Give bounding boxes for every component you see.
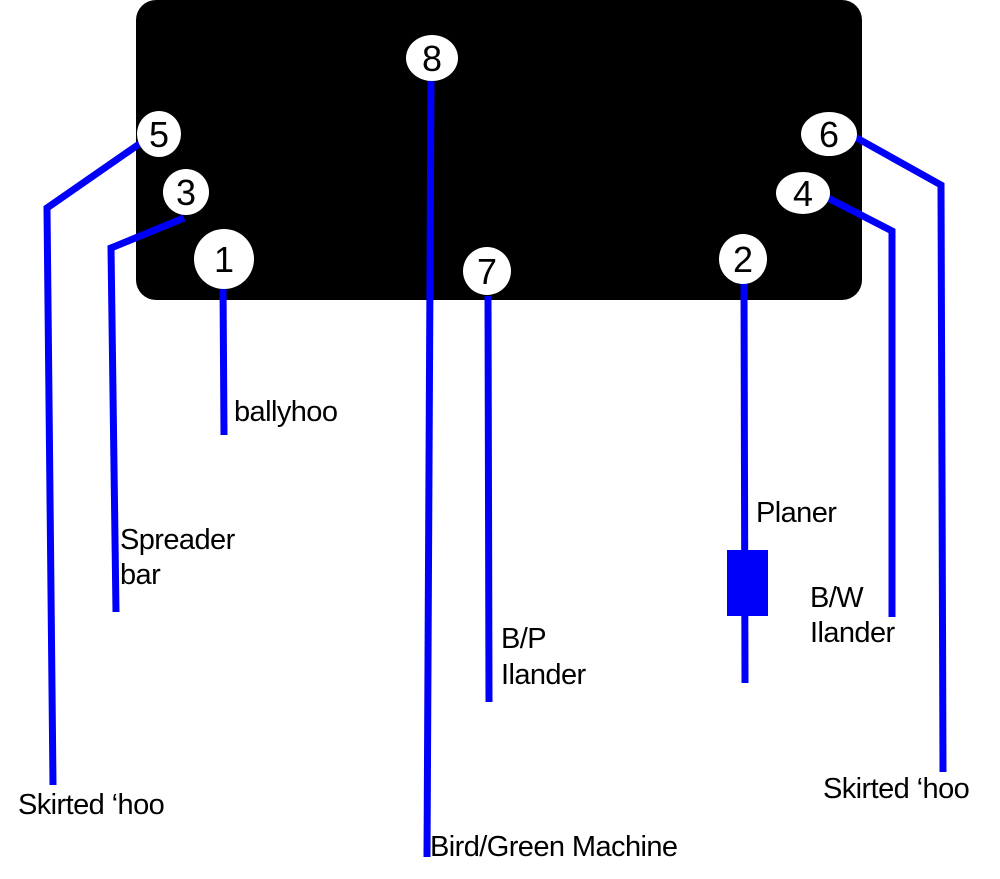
marker-number: 2 [733,239,753,280]
marker-number: 7 [477,251,497,292]
fishing-line-3 [107,214,186,613]
marker-circle [801,112,857,156]
planer-box [727,550,768,616]
label-ballyhoo: ballyhoo [234,396,337,428]
marker-number: 1 [214,239,234,280]
marker-circle [463,247,511,295]
label-spreader-bar-line-1: Spreader [120,524,236,556]
label-bird-green-machine: Bird/Green Machine [430,831,677,863]
marker-1: 1 [194,229,254,289]
marker-circle [163,169,209,215]
marker-circle [776,172,830,214]
marker-number: 8 [422,38,442,79]
marker-8: 8 [406,35,458,81]
label-bw-ilander-line-1: B/W [810,582,864,614]
fishing-line-7 [484,295,493,703]
fishing-line-1 [219,283,228,436]
label-bp-ilander-line-1: B/P [501,623,546,655]
marker-7: 7 [463,247,511,295]
label-planer: Planer [756,497,837,529]
fishing-line-5 [43,137,147,786]
marker-number: 6 [819,114,839,155]
label-skirted-hoo-right: Skirted ‘hoo [823,773,969,805]
marker-number: 5 [149,114,169,155]
marker-5: 5 [137,111,181,157]
label-spreader-bar-line-2: bar [120,559,161,591]
marker-4: 4 [776,172,830,214]
label-bp-ilander-line-2: Ilander [501,659,587,691]
boat-hull [136,0,862,300]
fishing-line-2 [740,282,749,684]
marker-circle [719,234,767,284]
marker-number: 4 [793,173,813,214]
marker-3: 3 [163,169,209,215]
label-skirted-hoo-left: Skirted ‘hoo [18,789,164,821]
marker-circle [194,229,254,289]
fishing-line-8 [423,78,435,858]
fishing-line-4 [824,193,896,617]
label-bw-ilander-line-2: Ilander [810,617,896,649]
marker-number: 3 [176,172,196,213]
marker-2: 2 [719,234,767,284]
marker-circle [406,35,458,81]
marker-6: 6 [801,112,857,156]
fishing-line-6 [853,133,947,773]
marker-circle [137,111,181,157]
